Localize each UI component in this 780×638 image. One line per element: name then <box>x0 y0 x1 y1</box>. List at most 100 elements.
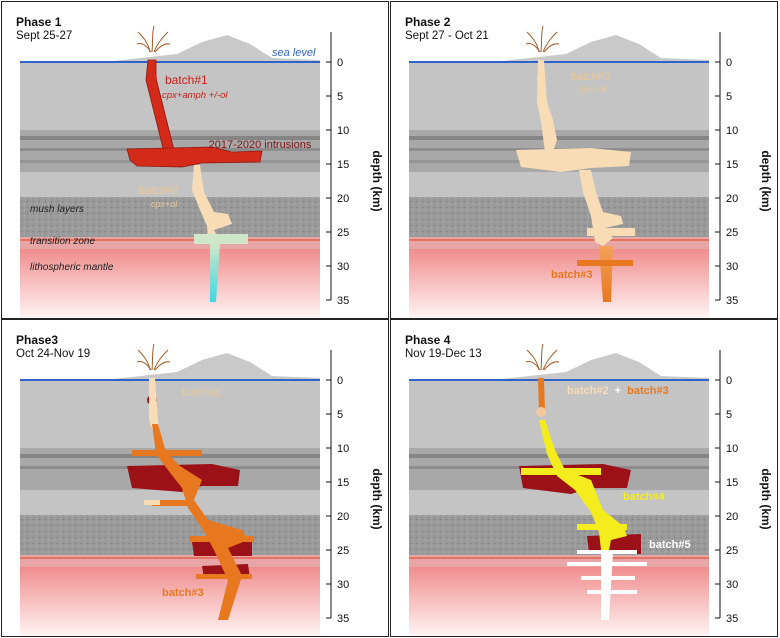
depth-tick-label: 0 <box>726 57 732 69</box>
depth-tick-label: 15 <box>337 477 349 489</box>
batch3-sill-1 <box>132 450 202 456</box>
deep-feeder <box>210 244 220 302</box>
batch2-pocket <box>144 500 160 505</box>
batch-combined-label: batch#2 + batch#3 <box>567 385 669 397</box>
batch4-conduit <box>539 420 627 550</box>
intrusions-label: 2017-2020 intrusions <box>209 139 312 151</box>
depth-tick-label: 10 <box>726 443 738 455</box>
transition-zone-label: transition zone <box>30 236 95 247</box>
batch2-sill <box>516 148 631 172</box>
panel-title: Phase 4 <box>405 333 451 347</box>
batch1-mineral-label: cpx+amph +/-ol <box>162 90 228 101</box>
batch3-sill-3 <box>190 536 254 542</box>
upper-crust <box>409 62 709 197</box>
batch3-label: batch#3 <box>162 587 204 599</box>
batch2-lens <box>587 228 635 236</box>
mantle-label: lithospheric mantle <box>30 262 114 273</box>
batch5-conduit <box>601 552 613 620</box>
depth-tick-label: 15 <box>726 159 738 171</box>
eruption-plume-icon <box>525 25 560 53</box>
upper-crust <box>20 62 320 197</box>
panel-date: Sept 25-27 <box>16 30 73 42</box>
panel-title: Phase 2 <box>405 15 451 29</box>
batch2-3-reservoir <box>536 407 546 417</box>
batch4-label: batch#4 <box>623 491 665 503</box>
batch2-label: batch#2 <box>139 185 178 197</box>
depth-tick-label: 30 <box>726 261 738 273</box>
batch5-sill-4 <box>587 590 637 594</box>
panel-1-svg: sea level batch#1 cpx+amph +/-ol 2017-20… <box>20 25 384 318</box>
depth-tick-label: 35 <box>337 295 349 307</box>
batch2-conduit <box>192 165 232 240</box>
batch3-conduit <box>152 424 248 620</box>
depth-axis-title: depth (km) <box>370 468 384 529</box>
intrusions-label-text: 2017-2020 intrusions <box>209 139 312 151</box>
batch1-label: batch#1 <box>165 73 208 87</box>
mush-zone <box>20 197 320 237</box>
mush-zone <box>20 515 320 555</box>
intrusion-strata-1 <box>409 136 709 140</box>
depth-tick-label: 5 <box>726 409 732 421</box>
batch1-sill <box>126 146 263 168</box>
depth-tick-label: 35 <box>337 613 349 625</box>
mantle <box>20 567 320 636</box>
intrusion-strata-1 <box>409 454 709 458</box>
batch2-label: batch#2 <box>567 385 609 397</box>
mush-zone <box>409 197 709 237</box>
depth-tick-label: 25 <box>726 545 738 557</box>
panel-date: Sept 27 - Oct 21 <box>405 30 489 42</box>
depth-axis-title: depth (km) <box>759 468 773 529</box>
batch3-sill-2 <box>152 500 192 506</box>
depth-tick-label: 25 <box>337 227 349 239</box>
batch2-3-conduit <box>538 378 545 412</box>
batch3-sill <box>577 260 633 266</box>
batch5-sill-3 <box>581 576 635 580</box>
mush-layers-label: mush layers <box>30 204 84 215</box>
batch-plus-label: + <box>615 385 621 397</box>
depth-tick-label: 20 <box>337 511 349 523</box>
upper-crust <box>20 380 320 515</box>
depth-tick-label: 5 <box>337 409 343 421</box>
panel-2-svg: batch#2 cpx+ol batch#3 05101520253035dep… <box>409 25 773 318</box>
depth-tick-label: 0 <box>726 375 732 387</box>
eruption-plume-icon <box>136 25 171 53</box>
depth-tick-label: 35 <box>726 295 738 307</box>
panel-phase-1: sea level batch#1 cpx+amph +/-ol 2017-20… <box>1 1 389 319</box>
depth-tick-label: 20 <box>337 193 349 205</box>
depth-axis-title: depth (km) <box>759 150 773 211</box>
eruption-plume-icon <box>525 343 560 371</box>
batch3-sill-4 <box>196 574 252 579</box>
eruption-plume-icon <box>136 343 171 371</box>
depth-tick-label: 5 <box>726 91 732 103</box>
batch1-reservoir <box>147 73 157 83</box>
batch2-lens <box>194 234 248 244</box>
depth-tick-label: 10 <box>337 125 349 137</box>
transition-zone <box>409 237 709 249</box>
transition-zone <box>409 555 709 567</box>
batch3-label: batch#3 <box>551 269 593 281</box>
depth-tick-label: 30 <box>726 579 738 591</box>
depth-tick-label: 0 <box>337 57 343 69</box>
panel-date: Nov 19-Dec 13 <box>405 348 482 360</box>
panel-date: Oct 24-Nov 19 <box>16 348 91 360</box>
batch4-sill-1 <box>521 468 601 475</box>
mush-zone <box>409 515 709 555</box>
mantle <box>409 249 709 318</box>
batch2-reservoir <box>537 74 545 82</box>
depth-tick-label: 20 <box>726 511 738 523</box>
depth-tick-label: 30 <box>337 261 349 273</box>
depth-tick-label: 10 <box>726 125 738 137</box>
depth-tick-label: 10 <box>337 443 349 455</box>
batch4-sill-2 <box>577 524 627 530</box>
mantle <box>20 249 320 318</box>
mantle <box>409 567 709 636</box>
batch2-label: batch#2 <box>571 71 610 83</box>
